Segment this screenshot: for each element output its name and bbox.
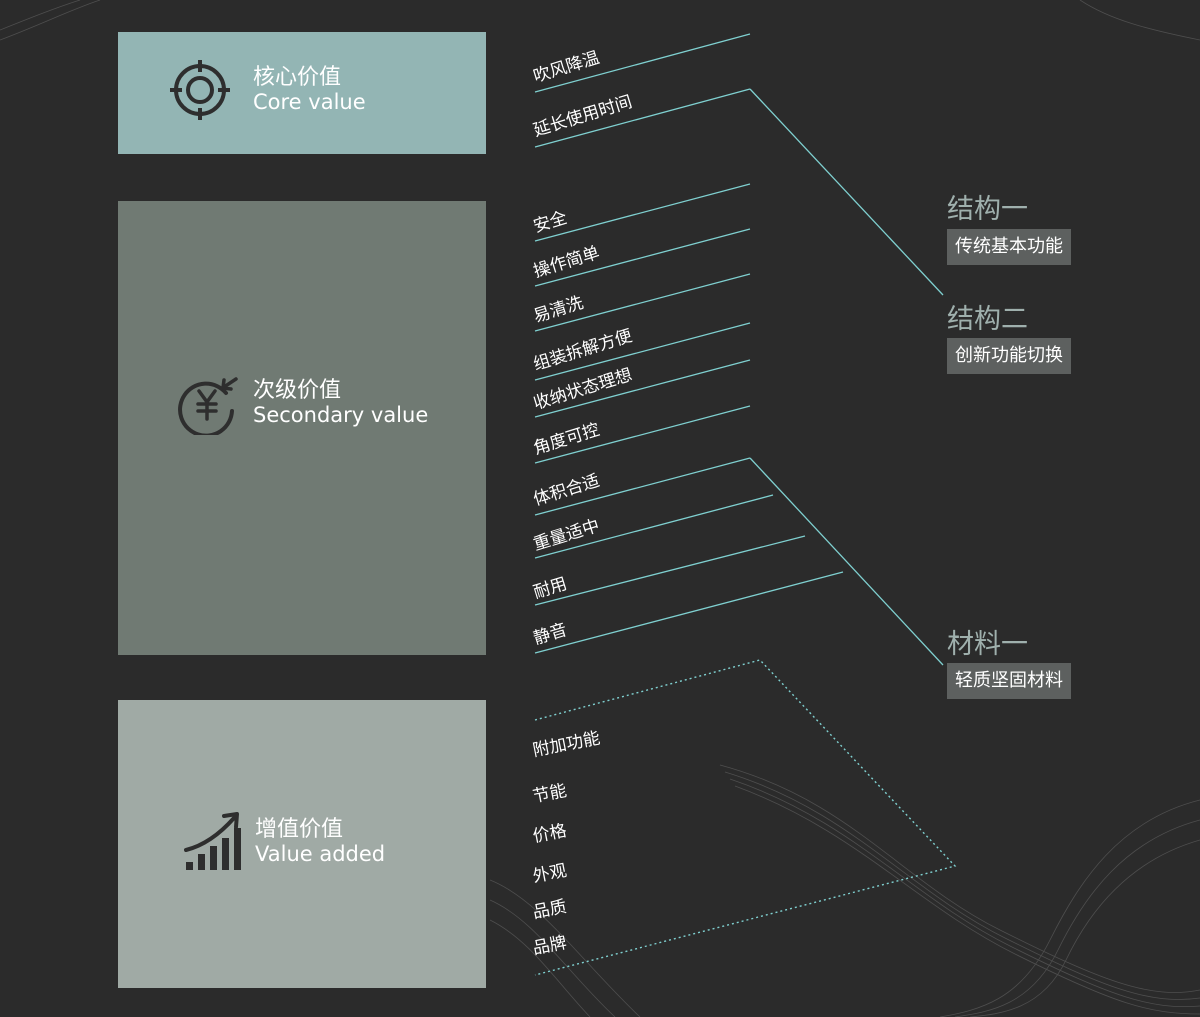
added-value-outline (535, 660, 955, 975)
underline-sec-1 (535, 184, 750, 241)
structure-2-tag: 创新功能切换 (947, 338, 1071, 374)
underline-sec-9 (535, 536, 805, 605)
link-core-structure (750, 89, 943, 295)
link-secondary-material (750, 458, 943, 665)
underline-sec-10 (535, 572, 843, 653)
structure-1-title: 结构一 (947, 187, 1028, 226)
structure-2-title: 结构二 (947, 297, 1028, 336)
structure-1-tag: 传统基本功能 (947, 229, 1071, 265)
material-1-tag: 轻质坚固材料 (947, 663, 1071, 699)
material-1-title: 材料一 (947, 622, 1028, 661)
